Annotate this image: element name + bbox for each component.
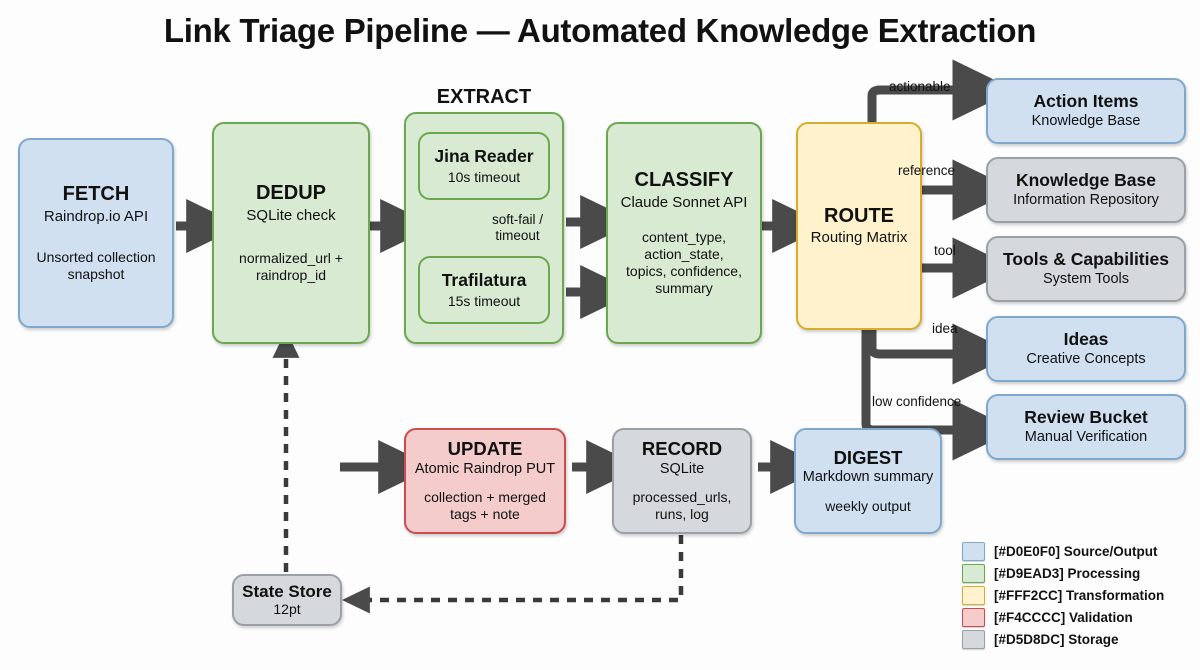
legend-label: [#D5D8DC] Storage (994, 631, 1119, 647)
node-record[interactable]: RECORD SQLite processed_urls,runs, log (612, 428, 752, 534)
node-record-detail: processed_urls,runs, log (632, 489, 732, 522)
legend-swatch (962, 585, 985, 605)
node-ideas[interactable]: Ideas Creative Concepts (986, 316, 1186, 382)
legend-item: [#FFF2CC] Transformation (962, 584, 1198, 606)
edge-route-review (861, 330, 1016, 461)
node-review-bucket-title: Review Bucket (1024, 407, 1148, 428)
legend: [#D0E0F0] Source/Output [#D9EAD3] Proces… (962, 540, 1198, 650)
legend-label: [#F4CCCC] Validation (994, 609, 1133, 625)
node-digest[interactable]: DIGEST Markdown summary weekly output (794, 428, 942, 534)
legend-swatch (962, 563, 985, 583)
node-classify-sub: Claude Sonnet API (620, 193, 748, 211)
node-tools-capabilities-sub: System Tools (1043, 270, 1129, 287)
legend-item: [#D0E0F0] Source/Output (962, 540, 1198, 562)
node-classify[interactable]: CLASSIFY Claude Sonnet API content_type,… (606, 122, 762, 344)
page-title: Link Triage Pipeline — Automated Knowled… (163, 12, 1037, 49)
node-classify-detail: content_type,action_state,topics, confid… (626, 229, 742, 296)
node-tools-capabilities[interactable]: Tools & Capabilities System Tools (986, 236, 1186, 302)
node-action-items-sub: Knowledge Base (1031, 112, 1141, 129)
edge-label-tool: tool (934, 243, 956, 258)
node-review-bucket-sub: Manual Verification (1024, 428, 1148, 445)
node-dedup[interactable]: DEDUP SQLite check normalized_url +raind… (212, 122, 370, 344)
legend-swatch (962, 541, 985, 561)
node-knowledge-base-sub: Information Repository (1013, 191, 1159, 208)
node-knowledge-base[interactable]: Knowledge Base Information Repository (986, 157, 1186, 223)
node-action-items-title: Action Items (1033, 91, 1139, 112)
node-dedup-sub: SQLite check (246, 206, 336, 224)
edge-label-reference: reference (898, 163, 956, 178)
node-record-sub: SQLite (659, 461, 705, 477)
node-route-title: ROUTE (824, 204, 894, 227)
edge-label-idea: idea (932, 321, 958, 336)
legend-swatch (962, 607, 985, 627)
node-record-title: RECORD (641, 438, 723, 460)
edge-route-action-items (867, 59, 1016, 122)
node-trafilatura[interactable]: Trafilatura 15s timeout (418, 256, 550, 324)
node-digest-detail: weekly output (825, 497, 911, 514)
node-jina-reader-title: Jina Reader (434, 145, 534, 166)
node-state-store-title: State Store (242, 582, 332, 602)
edge-record-statestore (342, 535, 684, 614)
node-state-store[interactable]: State Store 12pt (232, 574, 342, 626)
node-action-items[interactable]: Action Items Knowledge Base (986, 78, 1186, 144)
node-fetch[interactable]: FETCH Raindrop.io API Unsorted collectio… (18, 138, 174, 328)
node-digest-title: DIGEST (833, 446, 903, 468)
legend-label: [#FFF2CC] Transformation (994, 587, 1165, 603)
legend-label: [#D9EAD3] Processing (994, 565, 1141, 581)
group-label-extract: EXTRACT (436, 86, 532, 108)
node-update-sub: Atomic Raindrop PUT (414, 461, 556, 477)
node-ideas-sub: Creative Concepts (1026, 350, 1146, 367)
node-digest-sub: Markdown summary (802, 469, 934, 486)
node-dedup-title: DEDUP (255, 182, 326, 205)
node-trafilatura-sub: 15s timeout (447, 292, 521, 309)
legend-swatch (962, 629, 985, 649)
node-fetch-title: FETCH (62, 183, 130, 206)
node-fetch-sub: Raindrop.io API (43, 207, 149, 225)
node-dedup-detail: normalized_url +raindrop_id (239, 250, 343, 284)
edge-route-ideas (867, 323, 1016, 385)
edge-label-actionable: actionable (889, 79, 951, 94)
legend-item: [#D5D8DC] Storage (962, 628, 1198, 650)
node-knowledge-base-title: Knowledge Base (1015, 170, 1157, 191)
node-tools-capabilities-title: Tools & Capabilities (1003, 249, 1169, 270)
node-state-store-sub: 12pt (273, 601, 301, 618)
node-jina-reader-sub: 10s timeout (447, 168, 521, 185)
node-jina-reader[interactable]: Jina Reader 10s timeout (418, 132, 550, 200)
node-update[interactable]: UPDATE Atomic Raindrop PUT collection + … (404, 428, 566, 534)
node-route-sub: Routing Matrix (810, 229, 908, 247)
node-ideas-title: Ideas (1063, 329, 1109, 350)
node-review-bucket[interactable]: Review Bucket Manual Verification (986, 394, 1186, 460)
node-route[interactable]: ROUTE Routing Matrix (796, 122, 922, 330)
legend-item: [#D9EAD3] Processing (962, 562, 1198, 584)
node-update-title: UPDATE (447, 438, 523, 460)
legend-item: [#F4CCCC] Validation (962, 606, 1198, 628)
node-trafilatura-title: Trafilatura (441, 269, 527, 290)
edge-label-soft-fail: soft-fail /timeout (492, 212, 544, 243)
legend-label: [#D0E0F0] Source/Output (994, 543, 1158, 559)
node-classify-title: CLASSIFY (634, 169, 734, 192)
edge-label-low-confidence: low confidence (872, 394, 962, 409)
